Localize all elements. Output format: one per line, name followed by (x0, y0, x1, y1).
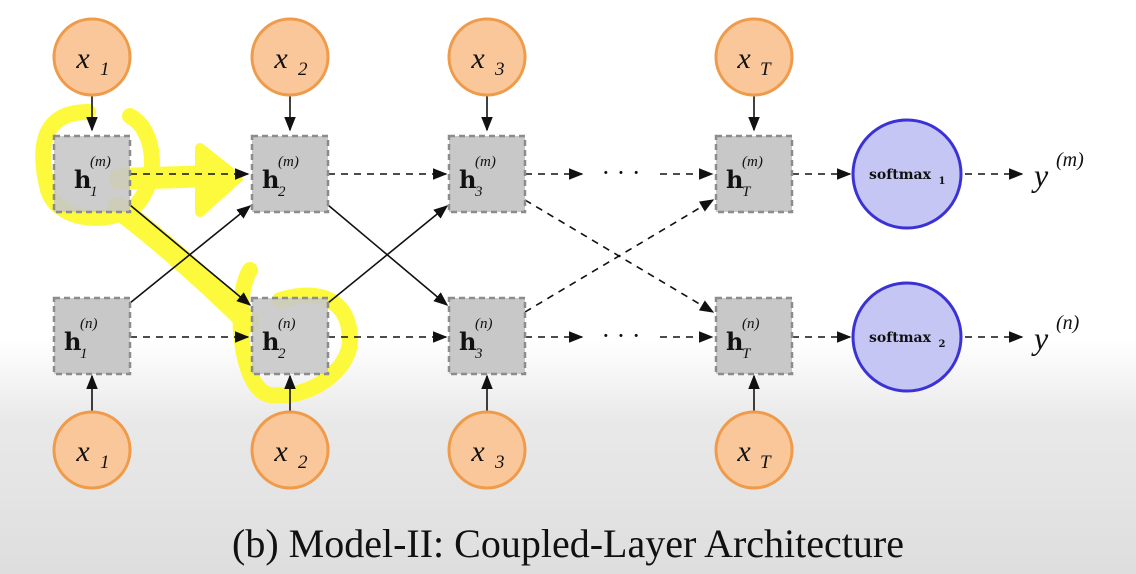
figure-caption: (b) Model-II: Coupled-Layer Architecture (232, 521, 904, 566)
hidden-node-h2n: h 2 (n) (250, 296, 330, 376)
svg-text:2: 2 (298, 452, 308, 473)
svg-text:h: h (726, 165, 743, 194)
ellipsis-bottom: · · · (602, 321, 641, 350)
svg-text:(m): (m) (90, 154, 111, 170)
output-yn: y (n) (1031, 312, 1080, 356)
svg-text:x: x (75, 42, 90, 75)
input-node-x3-top: x 3 (447, 17, 527, 97)
softmax-node-2: softmax 2 (851, 281, 963, 393)
svg-text:x: x (470, 42, 485, 75)
svg-text:(n): (n) (278, 316, 296, 332)
edge-h2n-h3m (327, 205, 449, 304)
input-node-x1-top: x 1 (52, 17, 132, 97)
svg-text:(m): (m) (475, 154, 496, 170)
hidden-node-h1n: h 1 (n) (52, 296, 132, 376)
hidden-node-h3m: h 3 (m) (447, 134, 527, 214)
svg-text:(m): (m) (278, 154, 299, 170)
input-node-xT-bottom: x T (714, 410, 794, 490)
svg-text:h: h (74, 165, 91, 194)
svg-text:x: x (273, 42, 288, 75)
svg-text:T: T (742, 184, 752, 200)
svg-text:1: 1 (939, 176, 946, 187)
svg-text:h: h (64, 327, 81, 356)
highlight-circle-h1m (35, 104, 160, 226)
svg-text:y: y (1031, 157, 1049, 193)
edge-h3n-hTm (524, 199, 715, 313)
svg-text:h: h (726, 327, 743, 356)
svg-text:y: y (1031, 320, 1049, 356)
svg-text:T: T (742, 346, 752, 362)
svg-text:h: h (459, 327, 476, 356)
svg-text:x: x (736, 435, 751, 468)
svg-text:(m): (m) (742, 154, 763, 170)
svg-text:1: 1 (100, 59, 110, 80)
svg-text:T: T (760, 452, 772, 473)
hidden-row-n: h 1 (n) h 2 (n) h 3 (n) h T (n) (52, 296, 794, 376)
input-node-x3-bottom: x 3 (447, 410, 527, 490)
svg-text:2: 2 (939, 339, 946, 350)
input-node-xT-top: x T (714, 17, 794, 97)
svg-text:3: 3 (474, 346, 483, 362)
bottom-input-row: x 1 x 2 x 3 x T (52, 410, 794, 490)
hidden-row-m: h 1 (m) h 2 (m) h 3 (m) h T (m) (52, 134, 794, 214)
output-ym: y (m) (1031, 149, 1084, 193)
svg-text:x: x (470, 435, 485, 468)
input-node-x1-bottom: x 1 (52, 410, 132, 490)
top-input-row: x 1 x 2 x 3 x T (52, 17, 794, 97)
svg-text:3: 3 (474, 184, 483, 200)
edge-h1n-h2m (129, 205, 252, 304)
svg-text:x: x (75, 435, 90, 468)
svg-text:x: x (273, 435, 288, 468)
svg-text:1: 1 (100, 452, 110, 473)
svg-text:(m): (m) (1056, 149, 1084, 171)
svg-text:softmax: softmax (869, 330, 932, 346)
highlight-diagonal (107, 197, 259, 333)
input-node-x2-top: x 2 (250, 17, 330, 97)
svg-text:(n): (n) (1056, 312, 1080, 334)
svg-text:h: h (459, 165, 476, 194)
svg-text:softmax: softmax (869, 167, 932, 183)
hidden-node-h1m: h 1 (m) (52, 134, 132, 214)
highlight-arrow-head (195, 143, 243, 217)
svg-text:x: x (736, 42, 751, 75)
svg-text:2: 2 (278, 346, 286, 362)
svg-text:h: h (262, 327, 279, 356)
svg-text:2: 2 (298, 59, 308, 80)
hidden-node-hTn: h T (n) (714, 296, 794, 376)
ellipsis-top: · · · (602, 158, 641, 187)
svg-text:1: 1 (80, 346, 88, 362)
softmax-node-1: softmax 1 (851, 118, 963, 230)
svg-text:T: T (760, 59, 772, 80)
svg-text:3: 3 (494, 452, 505, 473)
svg-text:(n): (n) (80, 316, 98, 332)
svg-text:1: 1 (90, 184, 98, 200)
svg-text:(n): (n) (742, 316, 760, 332)
hidden-node-hTm: h T (m) (714, 134, 794, 214)
svg-text:h: h (262, 165, 279, 194)
edges (86, 94, 1024, 412)
svg-text:3: 3 (494, 59, 505, 80)
input-node-x2-bottom: x 2 (250, 410, 330, 490)
hidden-node-h2m: h 2 (m) (250, 134, 330, 214)
svg-text:2: 2 (278, 184, 286, 200)
hidden-node-h3n: h 3 (n) (447, 296, 527, 376)
svg-text:(n): (n) (475, 316, 493, 332)
